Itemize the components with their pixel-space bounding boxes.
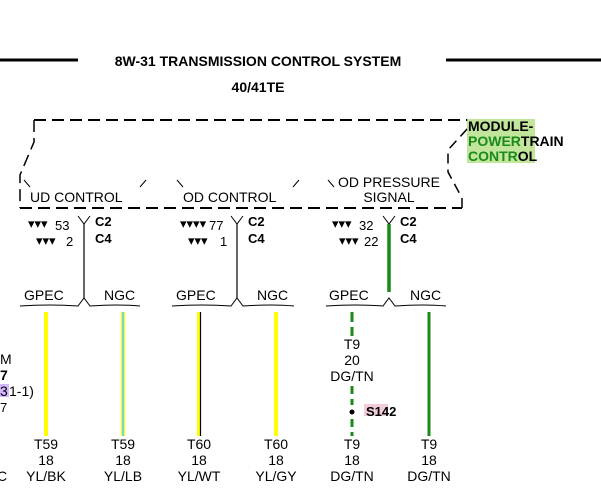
connector-c2: C2 — [95, 214, 112, 229]
connector-c4: C4 — [95, 231, 112, 246]
gpec-label: GPEC — [24, 287, 64, 303]
wire-id: T59 — [111, 436, 135, 452]
module-label-line1: MODULE- — [468, 118, 534, 134]
circuit-name-line2: SIGNAL — [363, 189, 415, 205]
fragment-m: M — [0, 351, 12, 367]
ngc-label: NGC — [410, 287, 441, 303]
splice-highlight — [364, 404, 388, 416]
wire-mid-color: DG/TN — [330, 368, 374, 384]
gpec-label: GPEC — [176, 287, 216, 303]
wire-mid-gauge: 20 — [344, 352, 360, 368]
connector-c4: C4 — [248, 231, 265, 246]
diagram-title: 8W-31 TRANSMISSION CONTROL SYSTEM — [115, 53, 402, 69]
split-bracket — [19, 297, 141, 307]
module-label-train: TRAIN — [521, 133, 564, 149]
fragment-small-seven: 7 — [0, 400, 7, 415]
circuit-name: UD CONTROL — [30, 189, 123, 205]
wire-color: DG/TN — [407, 468, 451, 484]
pin-c2: 32 — [359, 218, 373, 233]
wire-color: YL/GY — [255, 468, 297, 484]
pin-c4: 22 — [364, 234, 378, 249]
wire-color: YL/WT — [178, 468, 221, 484]
split-bracket — [171, 297, 295, 307]
pin-c2: 77 — [209, 218, 223, 233]
ngc-label: NGC — [104, 287, 135, 303]
wire-id: T60 — [187, 436, 211, 452]
wire-mid-id: T9 — [344, 336, 361, 352]
pin-c2-arrows: ▾▾▾ — [332, 216, 352, 231]
circuit-name: OD CONTROL — [183, 189, 277, 205]
fragment-seven: 7 — [0, 367, 8, 383]
module-label-power: POWER — [468, 133, 521, 149]
wire-id: T59 — [34, 436, 58, 452]
fragment-three: 3 — [0, 383, 8, 399]
circuit-ud-control: UD CONTROL ▾▾▾ 53 ▾▾▾ 2 C2 C4 GPEC NGC T… — [19, 179, 147, 484]
pin-c4: 2 — [66, 234, 73, 249]
pin-c4-arrows: ▾▾▾ — [36, 233, 56, 248]
fragment-c: C — [0, 468, 7, 484]
connector-c4: C4 — [400, 231, 417, 246]
module-highlight — [467, 119, 535, 163]
pin-c4-arrows: ▾▾▾ — [188, 233, 208, 248]
wire-id: T9 — [344, 436, 361, 452]
fragment-ref-tail: 1-1) — [9, 383, 34, 399]
pin-c4-arrows: ▾▾▾ — [339, 233, 359, 248]
module-outline-left — [19, 120, 35, 208]
module-label-line3: CONTROL — [468, 148, 538, 164]
pin-c2-arrows: ▾▾▾ — [28, 216, 48, 231]
gpec-label: GPEC — [329, 287, 369, 303]
circuit-name-line1: OD PRESSURE — [338, 174, 440, 190]
pin-c2-arrows: ▾▾▾▾ — [180, 216, 207, 231]
module-label-contr: CONTR — [468, 148, 518, 164]
wire-gauge: 18 — [421, 452, 437, 468]
pin-c2: 53 — [55, 218, 69, 233]
splice-dot — [349, 409, 355, 415]
module-outline-right — [447, 127, 469, 208]
splice-label: S142 — [366, 404, 396, 419]
wire-color: YL/LB — [104, 468, 142, 484]
ngc-label: NGC — [257, 287, 288, 303]
left-edge-fragments: M 7 3 1-1) 7 C — [0, 351, 34, 484]
wire-color: YL/BK — [26, 468, 66, 484]
pin-c4: 1 — [220, 234, 227, 249]
wire-gauge: 18 — [191, 452, 207, 468]
wire-gauge: 18 — [115, 452, 131, 468]
wire-gauge: 18 — [268, 452, 284, 468]
diagram-subtitle: 40/41TE — [232, 79, 285, 95]
fragment-highlight — [0, 384, 9, 397]
wire-id: T9 — [421, 436, 438, 452]
connector-c2: C2 — [248, 214, 265, 229]
wire-gauge: 18 — [344, 452, 360, 468]
wire-color: DG/TN — [330, 468, 374, 484]
circuit-od-control: OD CONTROL ▾▾▾▾ 77 ▾▾▾ 1 C2 C4 GPEC NGC … — [171, 179, 300, 484]
wire-gauge: 18 — [38, 452, 54, 468]
circuit-od-pressure-signal: OD PRESSURE SIGNAL ▾▾▾ 32 ▾▾▾ 22 C2 C4 G… — [325, 174, 451, 484]
module-label-ol: OL — [518, 148, 538, 164]
split-bracket — [325, 297, 447, 307]
module-label-line2: POWERTRAIN — [468, 133, 564, 149]
connector-c2: C2 — [400, 214, 417, 229]
wire-id: T60 — [264, 436, 288, 452]
